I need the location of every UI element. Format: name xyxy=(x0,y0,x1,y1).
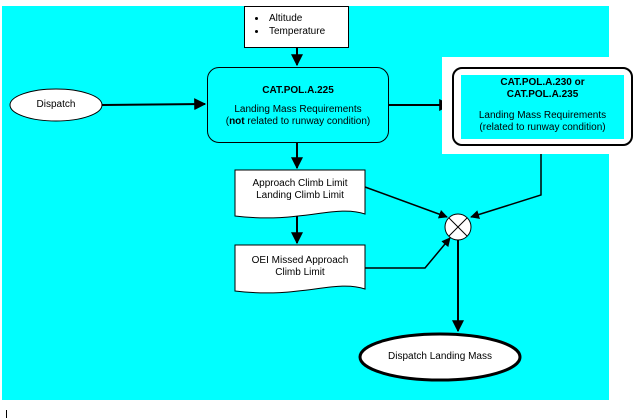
main-line2-open: ( xyxy=(225,116,230,127)
landing-mass-requirements-box xyxy=(207,67,389,143)
climb-limit-doc-shape xyxy=(234,169,366,219)
dispatch-landing-mass-ellipse xyxy=(358,332,522,382)
environment-inputs-box: Altitude Temperature xyxy=(244,6,349,48)
arrow-dispatch-to-main xyxy=(101,98,207,111)
right-code-line1: CAT.POL.A.230 or xyxy=(500,77,585,88)
oei-line1: OEI Missed Approach xyxy=(251,255,349,266)
main-line2-bold: not xyxy=(229,116,245,127)
arrow-climb-to-junction xyxy=(364,186,448,219)
environment-inputs-list: Altitude Temperature xyxy=(245,12,348,38)
runway-condition-inner xyxy=(461,75,624,139)
right-line1: Landing Mass Requirements xyxy=(478,110,607,121)
right-line2: (related to runway condition) xyxy=(479,122,606,133)
right-code-line2: CAT.POL.A.235 xyxy=(506,89,579,100)
arrow-oei-to-junction xyxy=(365,237,451,269)
arrow-right-to-junction xyxy=(470,146,542,219)
main-line2: (not related to runway condition) xyxy=(207,116,389,128)
main-line2-rest: related to runway condition) xyxy=(244,116,371,127)
main-code: CAT.POL.A.225 xyxy=(262,85,334,96)
main-line1: Landing Mass Requirements xyxy=(234,104,362,115)
oei-limit-doc-shape xyxy=(234,244,366,294)
result-label: Dispatch Landing Mass xyxy=(388,351,492,362)
climb-line1: Approach Climb Limit xyxy=(252,178,348,189)
climb-line2: Landing Climb Limit xyxy=(256,190,344,201)
oei-line2: Climb Limit xyxy=(275,267,325,278)
edge-tick xyxy=(6,410,7,418)
dispatch-label: Dispatch xyxy=(36,99,76,110)
input-item-altitude: Altitude xyxy=(267,12,348,25)
input-item-temperature: Temperature xyxy=(267,25,348,38)
